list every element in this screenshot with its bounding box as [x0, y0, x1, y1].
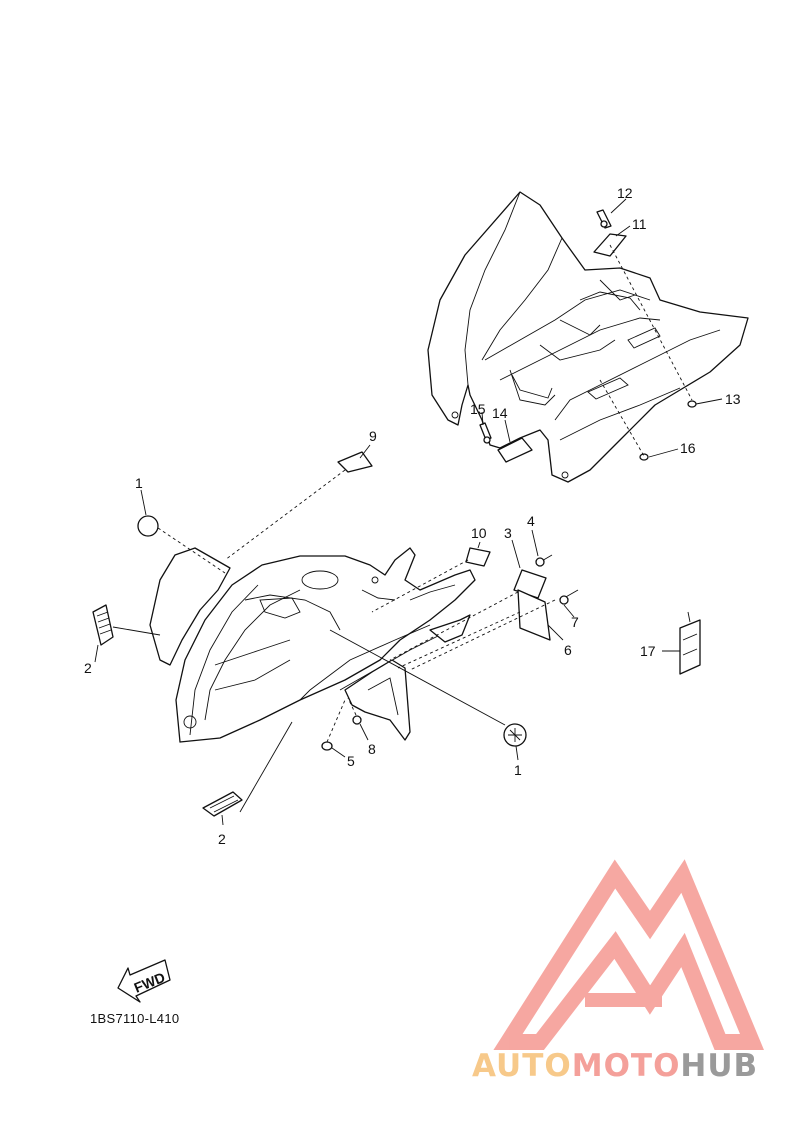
part-1-emblem-round — [137, 515, 159, 537]
diagram-code: 1BS7110-L410 — [90, 1011, 180, 1026]
part-2-decal-bottom — [202, 791, 243, 817]
part-17-tag — [679, 611, 701, 675]
part-3-plate — [513, 569, 547, 599]
brand-part-moto: MOTO — [571, 1048, 681, 1084]
part-12-bolt — [596, 209, 612, 229]
watermark-brand: AUTOMOTOHUB — [472, 1048, 758, 1084]
callout-6: 6 — [564, 642, 572, 658]
callout-16: 16 — [680, 440, 696, 456]
part-6-plate — [517, 589, 551, 641]
callout-1-bottom: 1 — [514, 762, 522, 778]
part-4-bolt — [535, 554, 553, 567]
callout-11: 11 — [632, 216, 647, 232]
callout-1-top: 1 — [135, 475, 143, 491]
callout-2-bottom: 2 — [218, 831, 226, 847]
brand-part-auto: AUTO — [472, 1048, 572, 1084]
callout-4: 4 — [527, 513, 535, 529]
callout-12: 12 — [617, 185, 633, 201]
rear-fender — [427, 191, 749, 483]
part-8-washer — [352, 715, 362, 725]
callout-2-left: 2 — [84, 660, 92, 676]
callout-8: 8 — [368, 741, 376, 757]
brand-part-hub: HUB — [680, 1048, 759, 1084]
callout-13: 13 — [725, 391, 741, 407]
watermark-logo — [493, 859, 764, 1050]
callout-15: 15 — [470, 401, 486, 417]
part-16-nut — [639, 453, 649, 461]
part-10-label — [465, 547, 491, 567]
callout-14: 14 — [492, 405, 508, 421]
part-14-label — [497, 437, 533, 463]
callout-10: 10 — [471, 525, 487, 541]
front-fender — [149, 547, 476, 743]
part-7-bolt — [559, 589, 579, 605]
callout-9: 9 — [369, 428, 377, 444]
part-2-decal-left — [92, 604, 114, 646]
leader-lines — [94, 198, 723, 826]
callout-3: 3 — [504, 525, 512, 541]
callout-7: 7 — [571, 614, 579, 630]
callout-5: 5 — [347, 753, 355, 769]
part-9-label — [337, 451, 373, 473]
callout-17: 17 — [640, 643, 656, 659]
fwd-arrow-icon: FWD — [117, 959, 171, 1003]
part-1-emblem-bottom — [503, 723, 527, 747]
part-13-nut — [687, 400, 697, 408]
part-5-nut — [321, 741, 333, 751]
callout-numbers: 12 11 13 15 14 16 9 1 10 3 4 7 6 17 2 8 … — [84, 185, 741, 847]
